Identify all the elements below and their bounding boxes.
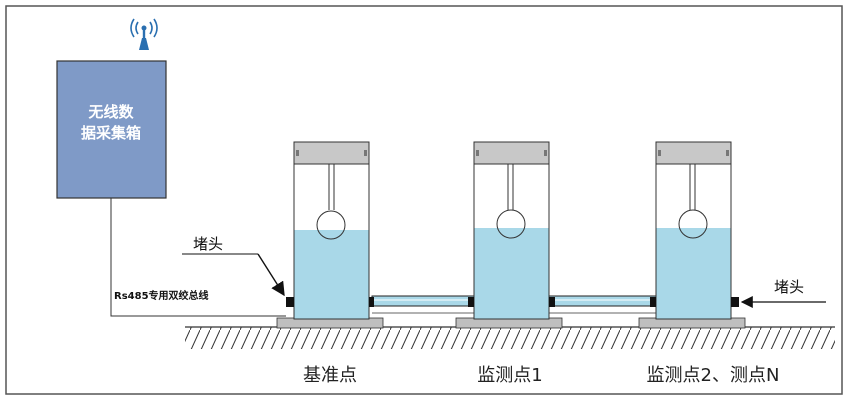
data-collection-box bbox=[56, 60, 167, 199]
tank-reference bbox=[276, 141, 384, 329]
cap-left-label: 堵头 bbox=[193, 235, 223, 253]
ground-hatch bbox=[185, 327, 835, 349]
box-label-line2: 据采集箱 bbox=[81, 124, 141, 142]
point-label-monitor-1: 监测点1 bbox=[477, 365, 542, 386]
point-label-monitor-2: 监测点2、测点N bbox=[647, 365, 780, 386]
cable-line bbox=[110, 198, 286, 317]
tank-monitor-1 bbox=[455, 141, 563, 329]
antenna-icon bbox=[130, 18, 158, 50]
tank-monitor-2 bbox=[638, 141, 746, 329]
pipe-2 bbox=[548, 295, 659, 307]
pipe-1 bbox=[371, 295, 475, 307]
box-label-line1: 无线数 bbox=[87, 103, 134, 121]
cable-label: Rs485专用双绞总线 bbox=[114, 289, 209, 302]
cap-left-arrow bbox=[257, 253, 285, 297]
cap-right-label: 堵头 bbox=[774, 278, 804, 296]
point-label-reference: 基准点 bbox=[303, 365, 357, 386]
